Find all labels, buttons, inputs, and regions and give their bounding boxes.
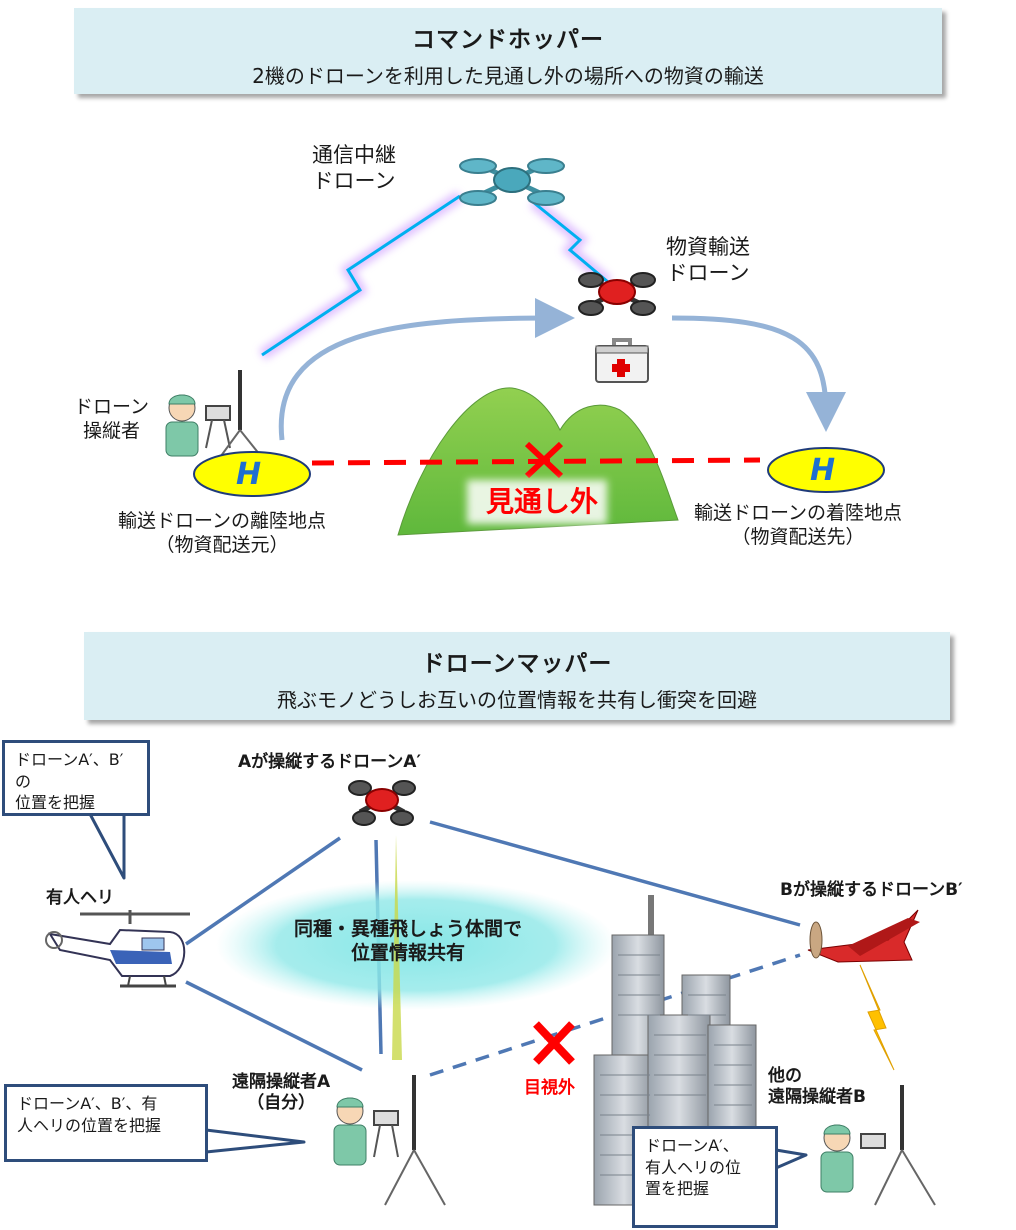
no-sight-label: 目視外: [524, 1078, 575, 1098]
section1-subtitle: 2機のドローンを利用した見通し外の場所への物資の輸送: [252, 64, 764, 88]
drone-b-label: Bが操縦するドローンB′: [780, 880, 963, 900]
helipad-destination-icon: [767, 447, 885, 493]
callout-b-pointer: [774, 1148, 808, 1170]
blocked-cross-icon: [524, 441, 564, 479]
share-label: 同種・異種飛しょう体間で 位置情報共有: [294, 918, 523, 964]
flight-path-outbound: [278, 298, 575, 441]
beam-drone-a: [392, 835, 402, 1060]
callout-heli: ドローンA′、B′の 位置を把握: [2, 740, 150, 816]
cargo-drone-icon: [578, 272, 656, 316]
no-sight-cross-icon: [533, 1021, 575, 1065]
drone-a-icon: [348, 780, 416, 826]
section2-title: ドローンマッパー: [421, 651, 613, 677]
sharing-cloud: [216, 880, 616, 1010]
section2-subtitle: 飛ぶモノどうしお互いの位置情報を共有し衝突を回避: [277, 688, 757, 712]
relay-drone-icon: [459, 158, 565, 206]
section1-title: コマンドホッパー: [412, 27, 604, 53]
antenna-a-icon: [384, 1075, 446, 1206]
relay-link-right: [529, 197, 612, 287]
operator-a-icon: [333, 1097, 399, 1166]
cargo-drone-label: 物資輸送 ドローン: [666, 235, 750, 286]
antenna-b-icon: [874, 1085, 936, 1206]
drone-b-icon: [807, 909, 920, 963]
blocked-label-bg: [467, 480, 607, 524]
operator-label-s1: ドローン 操縦者: [74, 396, 150, 442]
callout-heli-pointer: [88, 812, 126, 880]
callout-a-pointer: [204, 1128, 306, 1154]
helipad-origin-letter: H: [236, 457, 262, 492]
relay-link-left: [258, 190, 464, 361]
blocked-label: 見通し外: [486, 485, 599, 518]
helicopter-icon: [45, 910, 190, 988]
origin-label: 輸送ドローンの離陸地点 （物資配送元）: [118, 510, 327, 556]
helipad-destination-letter: H: [810, 453, 836, 488]
flight-path-inbound: [671, 315, 846, 432]
heli-label: 有人ヘリ: [46, 888, 114, 908]
operator-b-icon: [820, 1124, 886, 1193]
section1-title-panel: コマンドホッパー 2機のドローンを利用した見通し外の場所への物資の輸送: [74, 8, 942, 94]
operator-icon-s1: [165, 394, 231, 457]
callout-b: ドローンA′、 有人ヘリの位 置を把握: [632, 1126, 778, 1228]
helipad-origin-icon: [193, 451, 311, 497]
operator-b-label: 他の 遠隔操縦者B: [768, 1066, 866, 1108]
destination-label: 輸送ドローンの着陸地点 （物資配送先）: [694, 502, 903, 548]
first-aid-box-icon: [595, 338, 649, 383]
callout-a: ドローンA′、B′、有 人ヘリの位置を把握: [4, 1084, 208, 1162]
lightning-bolt-icon: [859, 964, 895, 1071]
operator-a-label: 遠隔操縦者A （自分）: [232, 1072, 331, 1114]
section2-title-panel: ドローンマッパー 飛ぶモノどうしお互いの位置情報を共有し衝突を回避: [84, 632, 950, 720]
network-lines: [185, 820, 801, 1072]
line-of-sight: [311, 457, 761, 466]
relay-drone-label: 通信中継 ドローン: [312, 143, 396, 194]
drone-a-label: Aが操縦するドローンA′: [238, 752, 421, 772]
